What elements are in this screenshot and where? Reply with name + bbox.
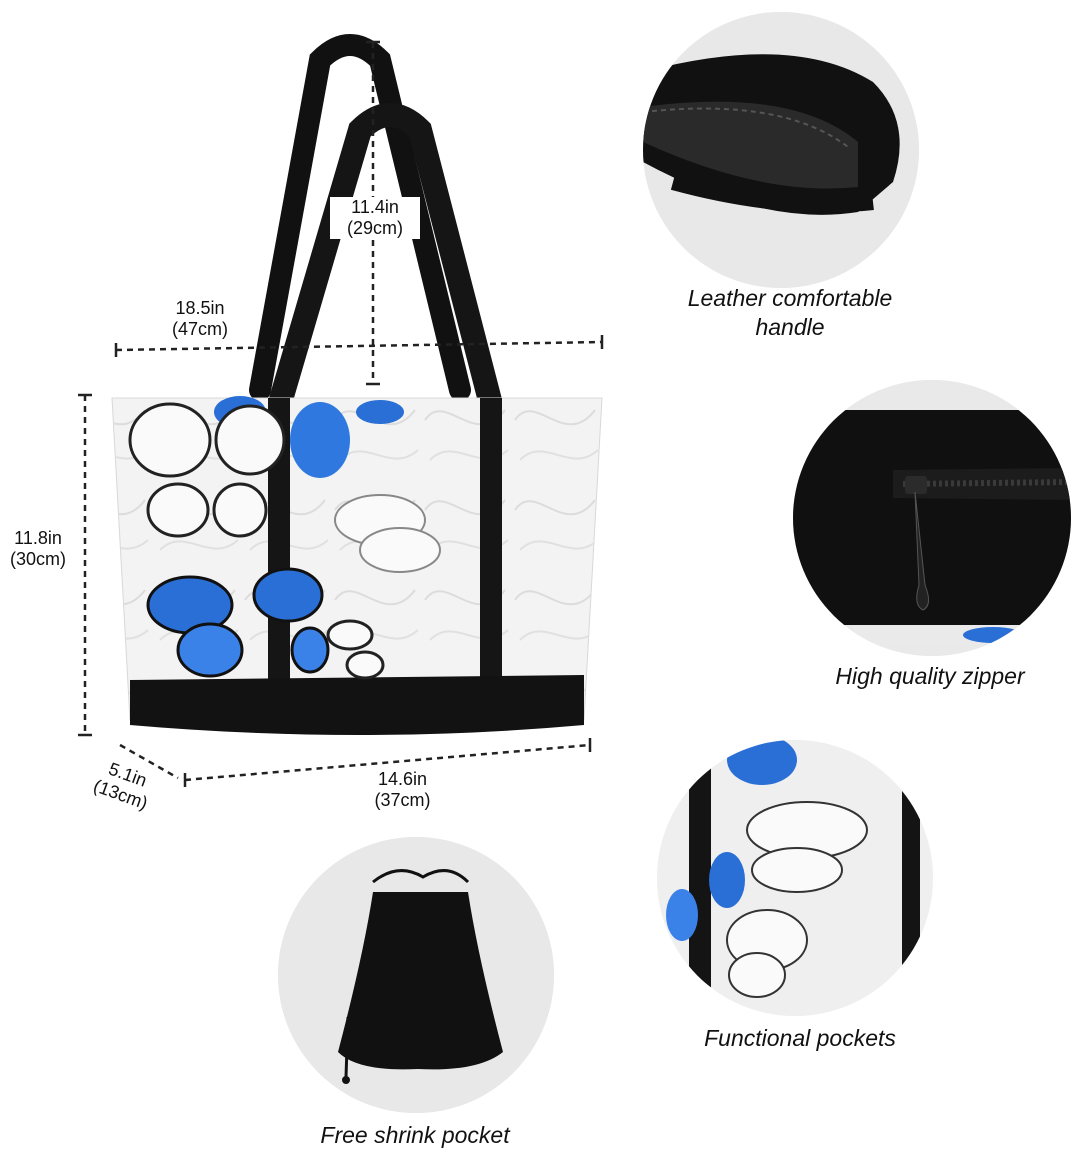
top-width-label: 18.5in (47cm) (155, 298, 245, 340)
bottom-width-metric: (37cm) (374, 790, 431, 810)
pouch-body (338, 892, 503, 1070)
leather-bottom (130, 675, 584, 735)
drawstring-pouch-closeup (278, 837, 554, 1113)
zipper-closeup (793, 380, 1071, 656)
handle-drop-imperial: 11.4in (351, 197, 399, 217)
top-width-imperial: 18.5in (175, 298, 225, 318)
handle-drop-metric: (29cm) (346, 218, 403, 238)
front-handle (263, 103, 507, 424)
zipper-pull-icon (914, 491, 929, 611)
top-width-metric: (47cm) (171, 319, 228, 339)
butterfly-white-center (334, 494, 441, 573)
bottom-width-label: 14.6in (37cm) (355, 769, 450, 811)
butterfly-small-white (326, 619, 385, 680)
zipper-caption: High quality zipper (835, 663, 1025, 689)
tote-bag-illustration (60, 20, 620, 740)
handle-closeup (643, 12, 919, 288)
height-metric: (30cm) (9, 549, 66, 569)
rear-handle (249, 34, 471, 401)
height-imperial: 11.8in (14, 528, 62, 548)
handle-caption: Leather comfortable handle (687, 285, 893, 340)
pockets-caption: Functional pockets (704, 1025, 896, 1051)
dimension-lines (78, 40, 604, 787)
bottom-width-imperial: 14.6in (377, 769, 428, 789)
shrink-pocket-caption: Free shrink pocket (320, 1122, 510, 1148)
handle-drop-label: 11.4in (29cm) (330, 197, 420, 239)
butterfly-blue-bottom (146, 567, 330, 678)
butterfly-white-left (128, 402, 286, 538)
height-label: 11.8in (30cm) (0, 528, 76, 570)
pockets-closeup (657, 740, 933, 1016)
